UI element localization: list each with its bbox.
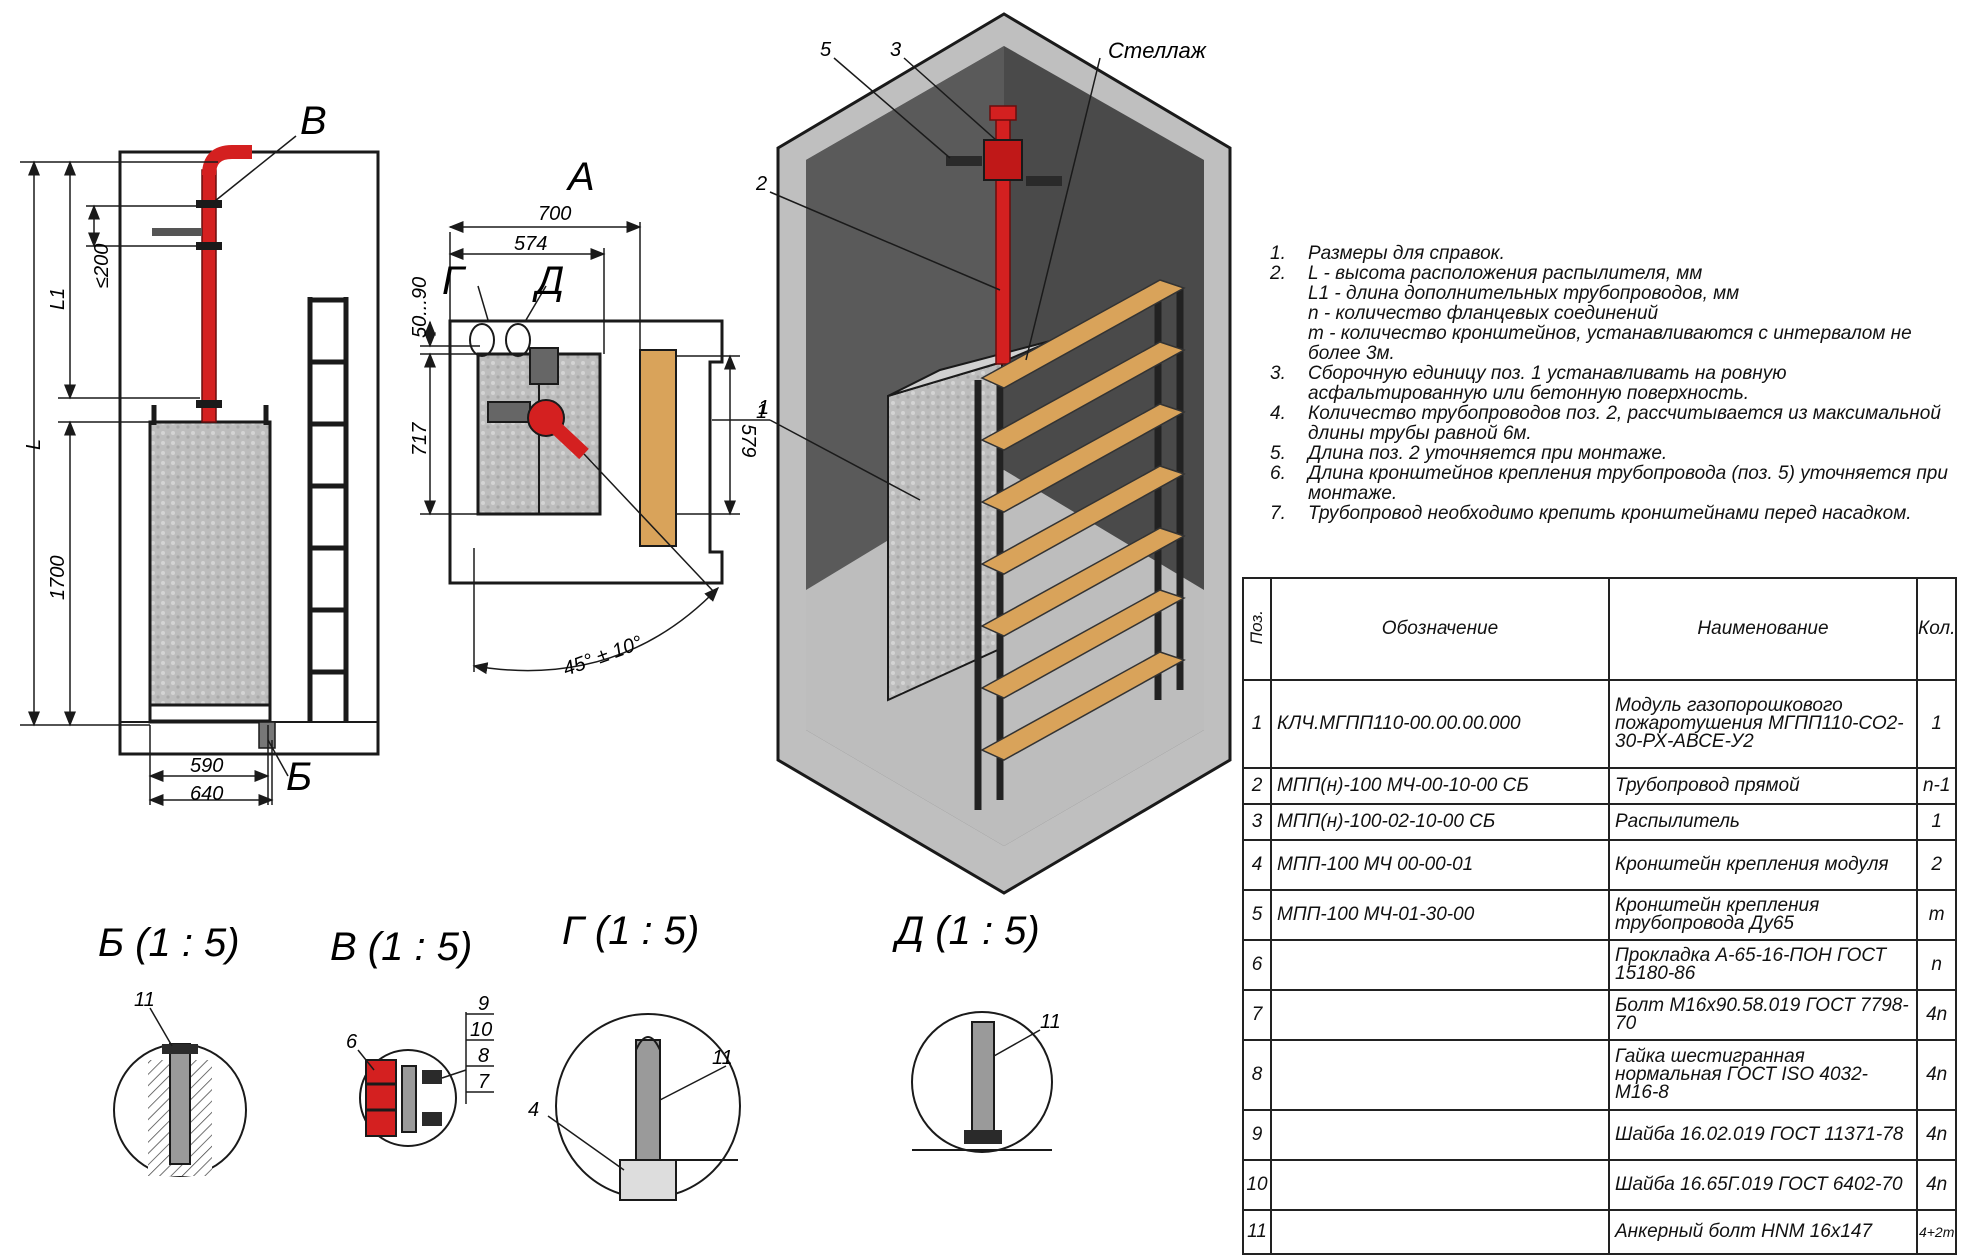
table-row: 8 Гайка шестигранная нормальная ГОСТ ISO… — [1242, 1039, 1958, 1111]
isometric-view: Стеллаж 5 3 2 1 — [755, 12, 1232, 895]
detail-g-callout-4: 4 — [528, 1099, 539, 1121]
callout-2: 2 — [755, 173, 767, 195]
header-pos: Поз. — [1242, 577, 1272, 681]
detail-v-callout-6: 6 — [346, 1031, 358, 1053]
dim-590: 590 — [190, 755, 223, 777]
detail-v: В (1 : 5) 6 9 10 8 7 — [330, 925, 494, 1147]
note-item: 3.Сборочную единицу поз. 1 устанавливать… — [1270, 363, 1787, 404]
detail-b: Б (1 : 5) 11 — [98, 921, 247, 1177]
table-row: 5 МПП-100 МЧ-01-30-00 Кронштейн креплени… — [1242, 889, 1958, 941]
detail-v-callout-10: 10 — [470, 1019, 492, 1041]
label-g: Г — [442, 259, 467, 303]
note-item: 2.L - высота расположения распылителя, м… — [1270, 263, 1912, 364]
rack-iso — [974, 279, 1186, 810]
detail-v-callout-8: 8 — [478, 1045, 489, 1067]
label-d: Д — [532, 259, 564, 303]
callout-3: 3 — [890, 39, 901, 61]
notes-list: 1.Размеры для справок. 2.L - высота расп… — [1270, 244, 1960, 524]
specification-table: Поз. Обозначение Наименование Кол. 1 КЛЧ… — [1242, 577, 1958, 1255]
header-name: Наименование — [1608, 577, 1918, 681]
detail-g-callout-11: 11 — [712, 1047, 733, 1069]
callout-5: 5 — [820, 39, 832, 61]
label-b: Б — [286, 755, 312, 799]
detail-d-callout-11: 11 — [1040, 1011, 1061, 1033]
dim-574: 574 — [514, 233, 547, 255]
note-item: 7.Трубопровод необходимо крепить кронште… — [1270, 503, 1912, 524]
callout-1-top: 1 — [758, 397, 769, 419]
table-row: 11 Анкерный болт HNM 16х147 4+2m — [1242, 1209, 1958, 1255]
table-row: 4 МПП-100 МЧ 00-00-01 Кронштейн креплени… — [1242, 839, 1958, 891]
label-rack: Стеллаж — [1108, 38, 1207, 63]
module-body — [148, 420, 272, 724]
detail-v-callout-7: 7 — [478, 1071, 490, 1093]
label-v: В — [300, 99, 327, 143]
dim-le200: ≤200 — [91, 244, 113, 288]
dim-50-90: 50...90 — [409, 277, 431, 338]
table-row: 2 МПП(н)-100 МЧ-00-10-00 СБ Трубопровод … — [1242, 767, 1958, 805]
callout-1-iso: 1 — [756, 401, 767, 423]
header-qty: Кол. — [1915, 577, 1958, 681]
top-view: А 700 574 Г Д 50...90 717 579 1 45° ± 10… — [409, 155, 770, 681]
dim-717: 717 — [409, 422, 431, 456]
dim-L: L — [23, 439, 45, 450]
detail-d: Д (1 : 5) 11 — [892, 909, 1061, 1153]
detail-b-title: Б (1 : 5) — [98, 921, 240, 965]
top-title: А — [566, 155, 595, 199]
note-item: 5.Длина поз. 2 уточняется при монтаже. — [1270, 443, 1668, 464]
detail-b-callout-11: 11 — [134, 989, 155, 1011]
dim-1700: 1700 — [47, 556, 69, 601]
rack-side — [307, 297, 349, 722]
detail-v-callout-9: 9 — [478, 993, 489, 1015]
table-row: 9 Шайба 16.02.019 ГОСТ 11371-78 4n — [1242, 1109, 1958, 1161]
note-item: 6.Длина кронштейнов крепления трубопрово… — [1270, 463, 1948, 504]
rack-plan — [639, 349, 677, 547]
detail-d-title: Д (1 : 5) — [892, 909, 1040, 953]
side-view: В Б L L1 ≤200 1700 590 640 — [20, 99, 380, 806]
table-row: 6 Прокладка А-65-16-ПОН ГОСТ 15180-86 n — [1242, 939, 1958, 991]
detail-v-title: В (1 : 5) — [330, 925, 472, 969]
table-row: 10 Шайба 16.65Г.019 ГОСТ 6402-70 4n — [1242, 1159, 1958, 1211]
note-item: 1.Размеры для справок. — [1270, 243, 1505, 264]
dim-L1: L1 — [47, 288, 69, 310]
detail-g: Г (1 : 5) 11 4 — [528, 909, 741, 1201]
table-header-row: Поз. Обозначение Наименование Кол. — [1242, 577, 1958, 681]
table-row: 3 МПП(н)-100-02-10-00 СБ Распылитель 1 — [1242, 803, 1958, 841]
dim-700: 700 — [538, 203, 571, 225]
detail-g-title: Г (1 : 5) — [562, 909, 699, 953]
room-plan — [448, 319, 724, 585]
table-row: 1 КЛЧ.МГПП110-00.00.00.000 Модуль газопо… — [1242, 679, 1958, 769]
dim-640: 640 — [190, 783, 223, 805]
table-row: 7 Болт М16х90.58.019 ГОСТ 7798-70 4n — [1242, 989, 1958, 1041]
dim-579: 579 — [737, 424, 759, 457]
note-item: 4.Количество трубопроводов поз. 2, рассч… — [1270, 403, 1941, 444]
pipe-elbow — [202, 145, 252, 176]
module-iso — [887, 360, 1003, 702]
header-designation: Обозначение — [1270, 577, 1610, 681]
angle-label: 45° ± 10° — [560, 632, 645, 681]
